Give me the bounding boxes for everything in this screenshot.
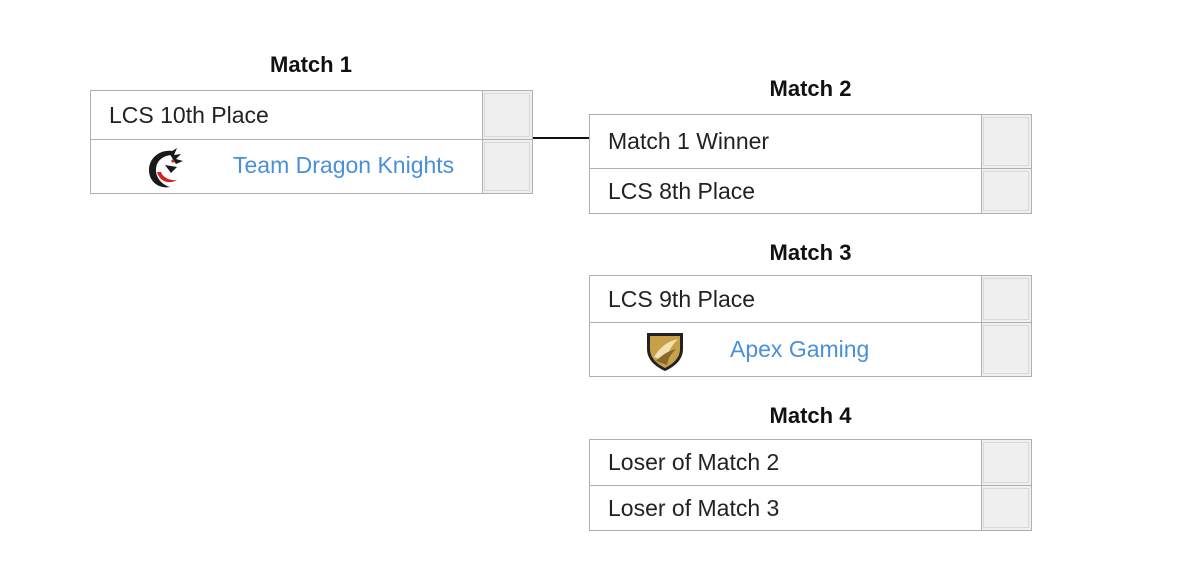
match-4-team-1: Loser of Match 2 — [608, 449, 780, 475]
apex-gaming-link[interactable]: Apex Gaming — [730, 336, 870, 362]
match-4-row-2: Loser of Match 3 — [590, 485, 1031, 530]
match-3-box: LCS 9th Place Apex Gaming — [589, 275, 1032, 377]
match-3-score-1[interactable] — [981, 276, 1031, 322]
match-4-score-1[interactable] — [981, 440, 1031, 485]
match-2-team-2: LCS 8th Place — [608, 177, 756, 204]
match-2-box: Match 1 Winner LCS 8th Place — [589, 114, 1032, 214]
match-1-score-2[interactable] — [482, 140, 532, 193]
dragon-logo-icon — [143, 145, 189, 197]
match-4-title: Match 4 — [769, 403, 852, 428]
match-1-row-2: Team Dragon Knights — [91, 139, 532, 193]
match-2-team-1: Match 1 Winner — [608, 128, 770, 154]
match-3-score-2[interactable] — [981, 323, 1031, 376]
match-2-row-2: LCS 8th Place — [590, 168, 1031, 213]
match-4-box: Loser of Match 2 Loser of Match 3 — [589, 439, 1032, 531]
match-3-team-2: Apex Gaming — [590, 323, 981, 376]
match-3-row-1: LCS 9th Place — [590, 276, 1031, 322]
match-1-score-1[interactable] — [482, 91, 532, 139]
match-4-score-2[interactable] — [981, 486, 1031, 530]
match-2-title: Match 2 — [769, 76, 852, 101]
match-2-row-1: Match 1 Winner — [590, 115, 1031, 168]
match-1-row-1: LCS 10th Place — [91, 91, 532, 139]
match-3-title: Match 3 — [769, 240, 852, 265]
match-2-score-1[interactable] — [981, 115, 1031, 168]
match-1-title: Match 1 — [270, 52, 352, 77]
team-dragon-knights-link[interactable]: Team Dragon Knights — [233, 152, 455, 178]
match-1-box: LCS 10th Place Team Dragon Knights — [90, 90, 533, 194]
match-2-score-2[interactable] — [981, 169, 1031, 213]
match-1-team-1: LCS 10th Place — [109, 101, 269, 128]
match-3-team-1: LCS 9th Place — [608, 285, 756, 312]
apex-shield-logo-icon — [642, 327, 688, 379]
match-3-row-2: Apex Gaming — [590, 322, 1031, 376]
match-4-team-2: Loser of Match 3 — [608, 494, 780, 521]
match-4-row-1: Loser of Match 2 — [590, 440, 1031, 485]
bracket-connector-line — [533, 137, 589, 139]
match-1-team-2: Team Dragon Knights — [91, 140, 482, 193]
